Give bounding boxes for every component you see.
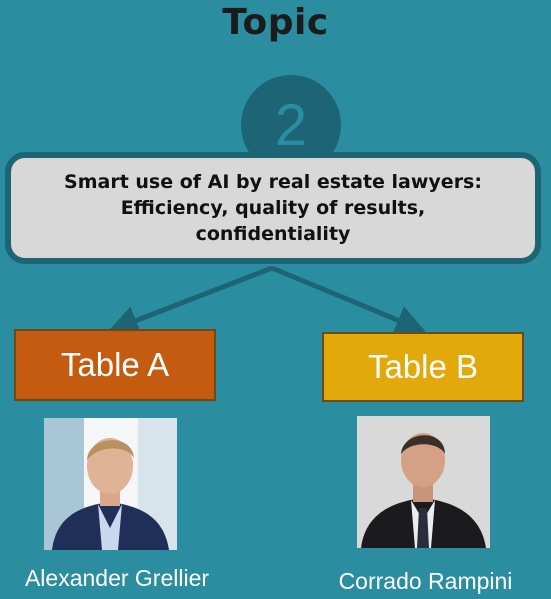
topic-box: Smart use of AI by real estate lawyers: …: [5, 152, 541, 264]
table-b-box: Table B: [322, 332, 524, 402]
table-a-label: Table A: [60, 346, 170, 383]
topic-text: Smart use of AI by real estate lawyers: …: [64, 171, 482, 245]
arrow-to-table-a: [108, 265, 273, 335]
person-name-a: Alexander Grellier: [24, 565, 210, 591]
portrait-photo-a: [44, 418, 177, 550]
person-name-b: Corrado Rampini: [338, 568, 513, 594]
table-a-box: Table A: [14, 329, 216, 401]
page-title: Topic: [222, 2, 329, 43]
portrait-photo-b: [357, 416, 490, 548]
arrow-to-table-b: [271, 265, 426, 335]
table-b-label: Table B: [367, 348, 479, 385]
